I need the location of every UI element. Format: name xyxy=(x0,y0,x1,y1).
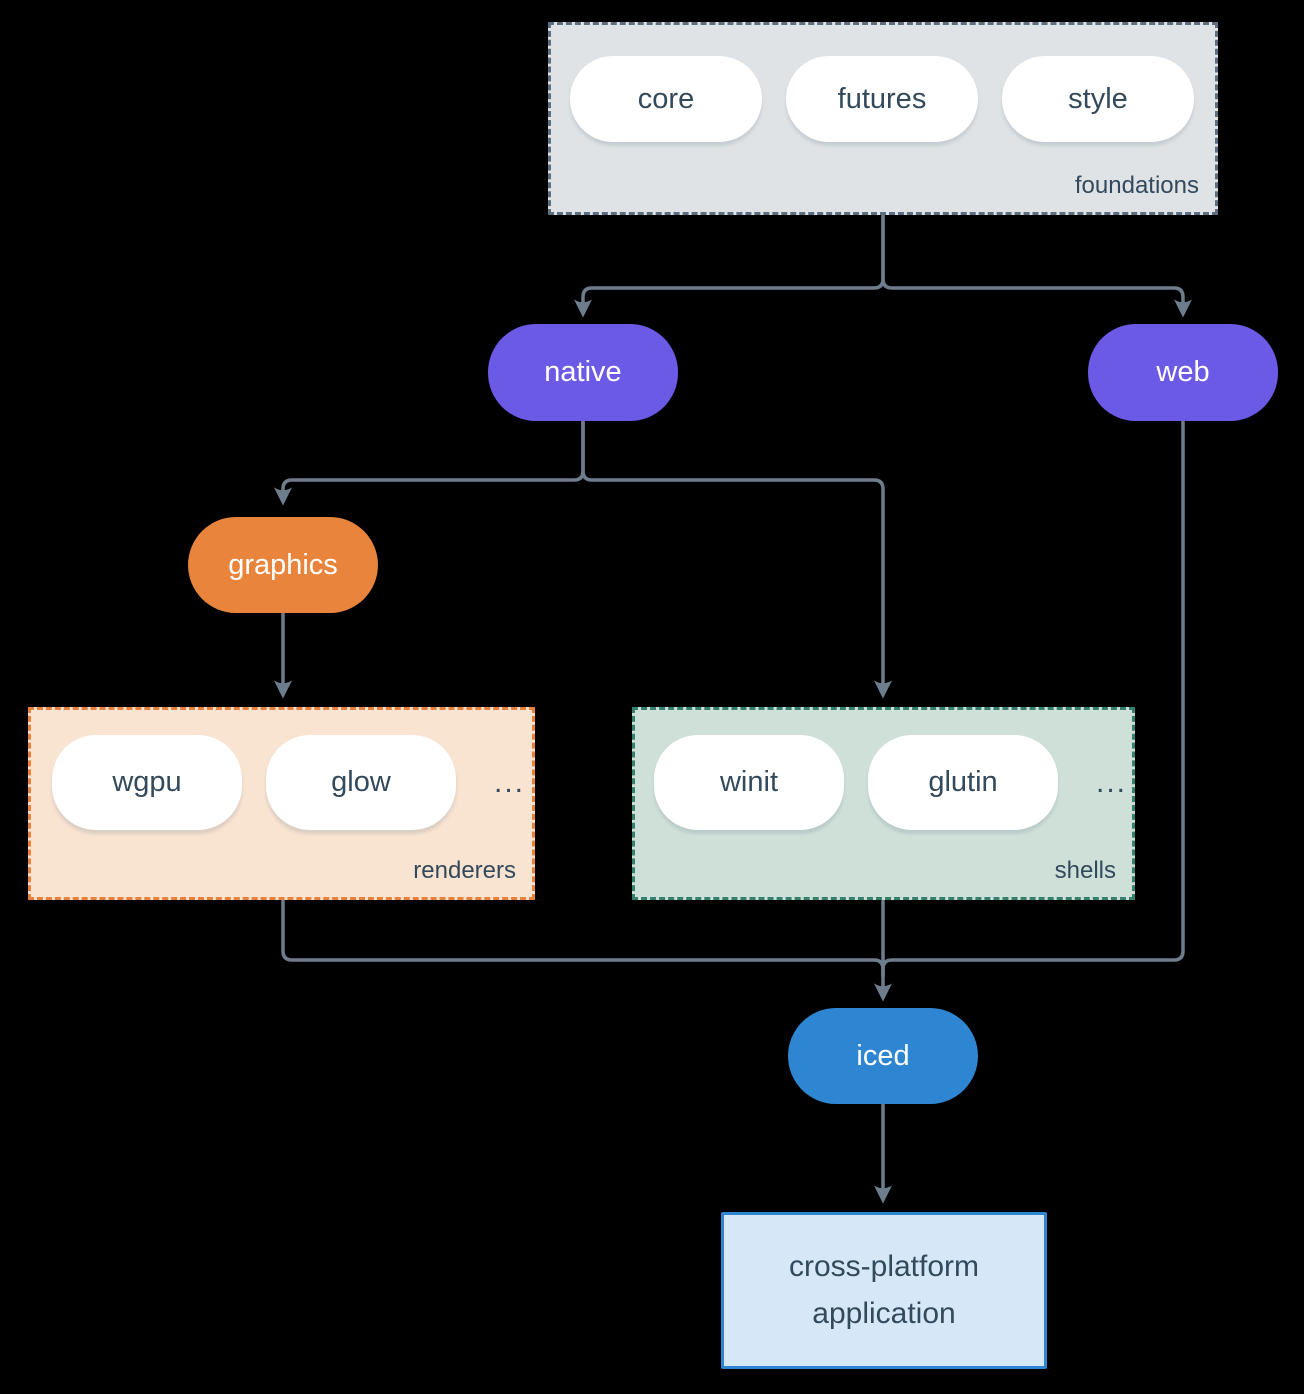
pill-futures: futures xyxy=(786,56,978,142)
cross-platform-application-box: cross-platform application xyxy=(721,1212,1047,1369)
renderers-label: renderers xyxy=(413,857,516,884)
shells-pill-row: winit glutin ... xyxy=(635,710,1132,830)
group-foundations: core futures style foundations xyxy=(548,22,1218,215)
node-web: web xyxy=(1088,324,1278,421)
shells-label: shells xyxy=(1054,857,1116,884)
renderers-ellipsis: ... xyxy=(494,765,526,799)
pill-winit: winit xyxy=(654,735,844,830)
shells-ellipsis: ... xyxy=(1096,765,1128,799)
group-shells: winit glutin ... shells xyxy=(632,707,1135,900)
pill-glutin: glutin xyxy=(868,735,1058,830)
node-native: native xyxy=(488,324,678,421)
pill-glow: glow xyxy=(266,735,456,830)
renderers-pill-row: wgpu glow ... xyxy=(31,710,532,830)
foundations-pill-row: core futures style xyxy=(551,25,1215,142)
group-renderers: wgpu glow ... renderers xyxy=(28,707,535,900)
pill-style: style xyxy=(1002,56,1194,142)
node-graphics: graphics xyxy=(188,517,378,613)
pill-core: core xyxy=(570,56,762,142)
foundations-label: foundations xyxy=(1074,172,1199,199)
pill-wgpu: wgpu xyxy=(52,735,242,830)
node-iced: iced xyxy=(788,1008,978,1104)
